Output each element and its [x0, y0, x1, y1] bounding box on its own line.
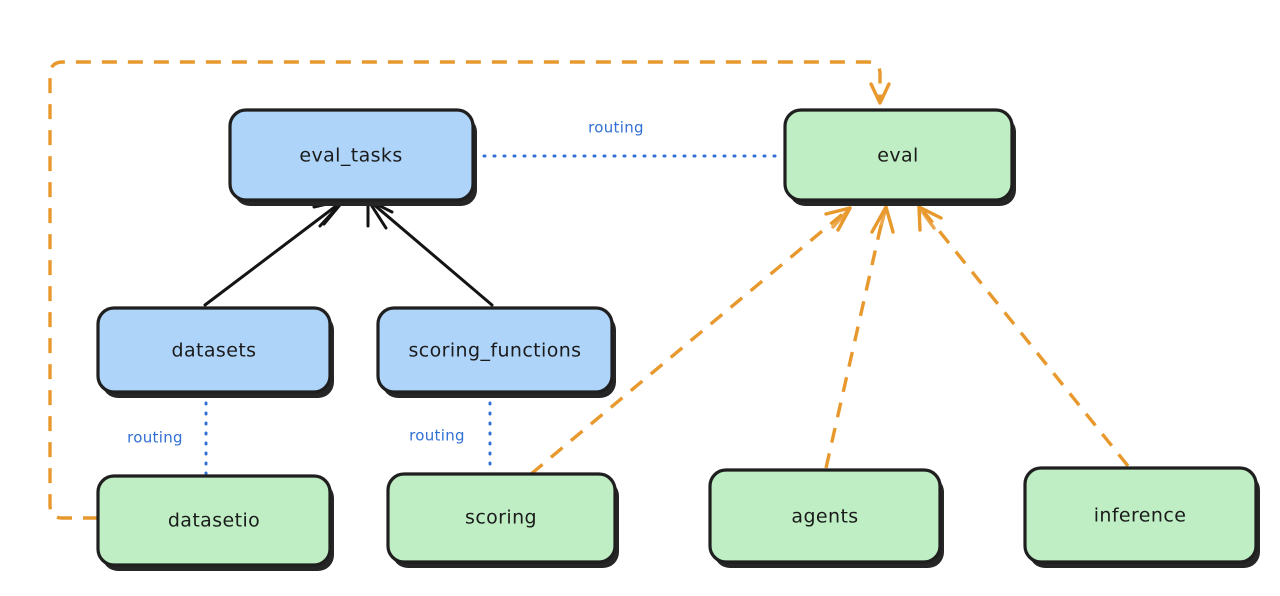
node-eval[interactable]: eval [783, 108, 1016, 206]
node-datasetio[interactable]: datasetio [96, 474, 334, 571]
node-eval-tasks[interactable]: eval_tasks [228, 108, 477, 206]
node-label-agents: agents [791, 506, 858, 528]
node-datasets[interactable]: datasets [96, 306, 334, 398]
node-agents[interactable]: agents [708, 468, 944, 568]
edge-label-routing-scoring-functions: routing [409, 427, 465, 445]
node-label-inference: inference [1094, 505, 1187, 527]
node-label-eval-tasks: eval_tasks [299, 145, 402, 167]
edge-scoring-functions-to-eval-tasks [366, 198, 494, 307]
edge-datasetio-to-eval [48, 60, 891, 520]
node-label-scoring-functions: scoring_functions [409, 340, 582, 362]
node-scoring-functions[interactable]: scoring_functions [376, 306, 616, 398]
edge-scoring-to-eval [529, 206, 852, 476]
node-label-datasets: datasets [172, 340, 257, 362]
edge-label-routing-datasets: routing [127, 429, 183, 447]
node-inference[interactable]: inference [1023, 466, 1260, 568]
edge-inference-to-eval [917, 205, 1130, 468]
edge-datasets-to-eval-tasks [203, 198, 346, 307]
edge-agents-to-eval [824, 205, 895, 469]
node-label-eval: eval [877, 145, 918, 167]
node-label-scoring: scoring [465, 507, 537, 529]
node-scoring[interactable]: scoring [386, 472, 619, 568]
edge-label-routing-eval-tasks: routing [588, 119, 644, 137]
node-label-datasetio: datasetio [168, 510, 260, 532]
